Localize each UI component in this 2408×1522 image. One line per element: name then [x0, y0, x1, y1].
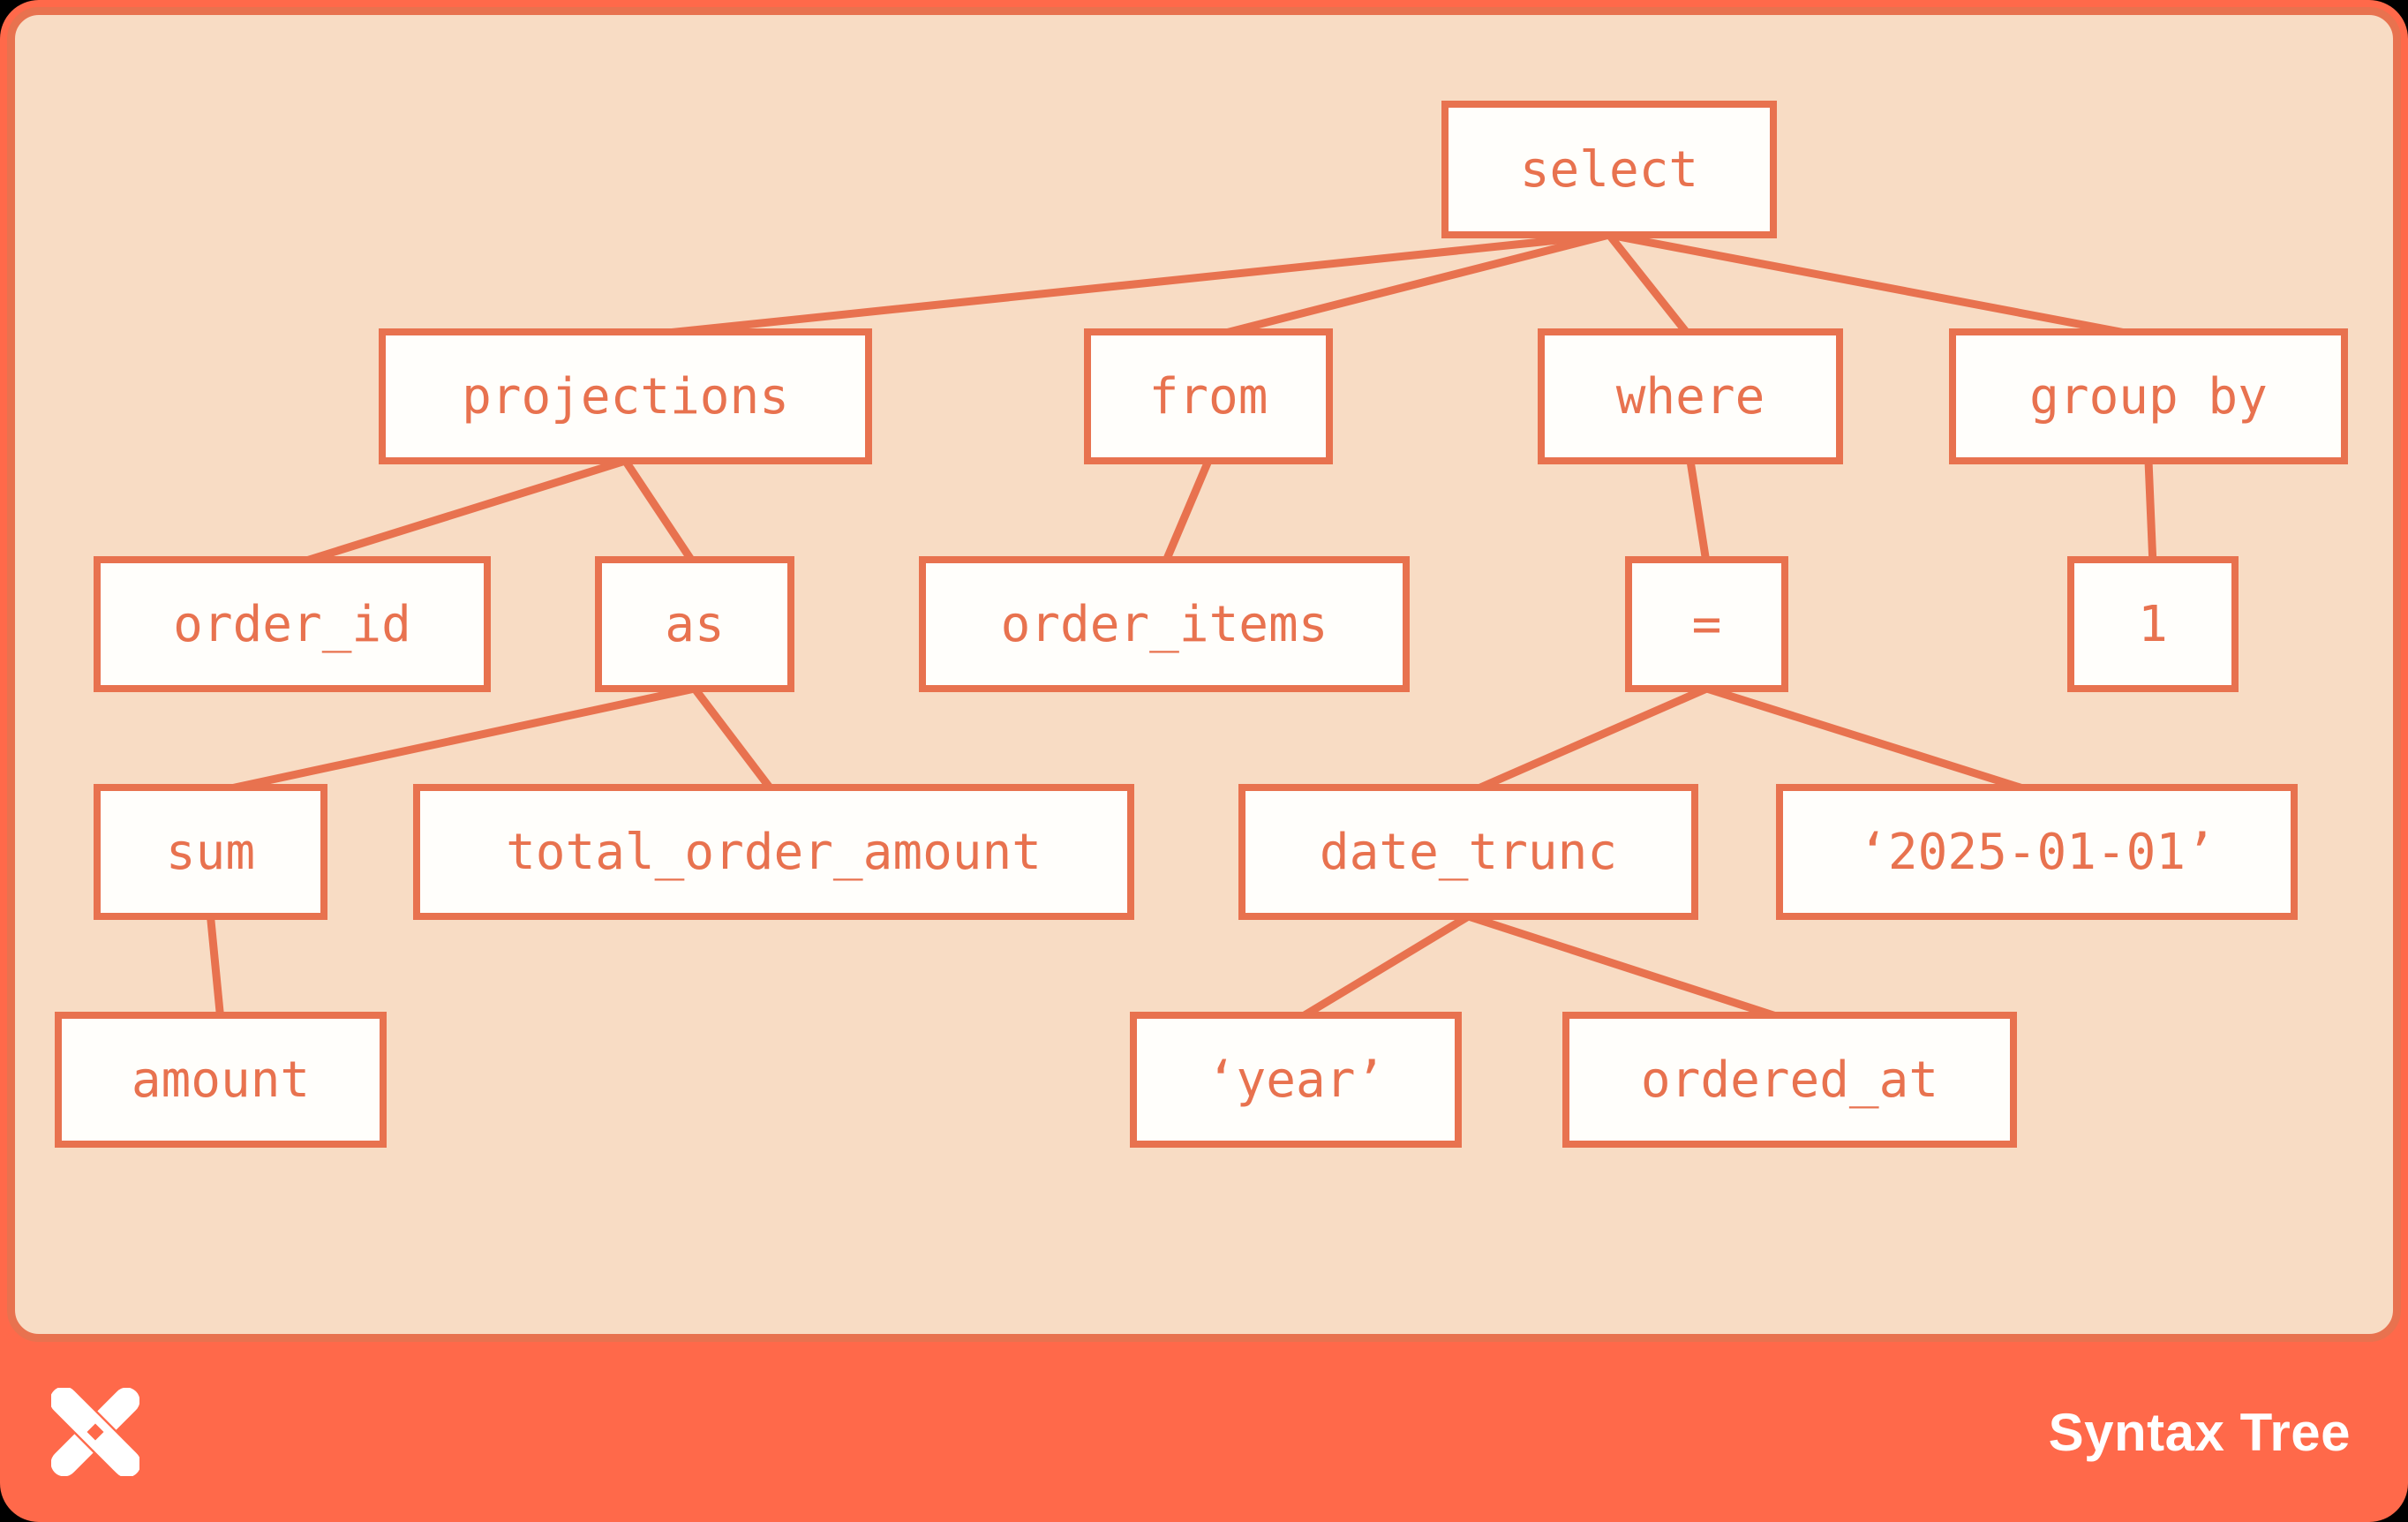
tree-node-year_literal: ‘year’ — [1130, 1012, 1462, 1148]
tree-node-as: as — [595, 556, 794, 692]
tree-node-date_trunc: date_trunc — [1238, 784, 1698, 920]
tree-node-one: 1 — [2067, 556, 2239, 692]
tree-node-amount: amount — [55, 1012, 387, 1148]
tree-node-eq: = — [1625, 556, 1788, 692]
tree-node-where: where — [1538, 328, 1843, 464]
footer-brand-label: Syntax Tree — [2048, 1402, 2351, 1462]
tree-node-order_items: order_items — [919, 556, 1410, 692]
tree-node-group_by: group by — [1949, 328, 2348, 464]
tree-node-total_order_amount: total_order_amount — [413, 784, 1134, 920]
tree-node-select: select — [1441, 101, 1777, 238]
dbt-logo-icon — [51, 1388, 139, 1476]
tree-node-projections: projections — [379, 328, 872, 464]
footer-bar: Syntax Tree — [0, 1342, 2408, 1522]
tree-node-date_literal: ‘2025-01-01’ — [1776, 784, 2298, 920]
tree-node-from: from — [1084, 328, 1333, 464]
tree-node-sum: sum — [94, 784, 327, 920]
tree-node-ordered_at: ordered_at — [1562, 1012, 2017, 1148]
tree-node-order_id: order_id — [94, 556, 491, 692]
